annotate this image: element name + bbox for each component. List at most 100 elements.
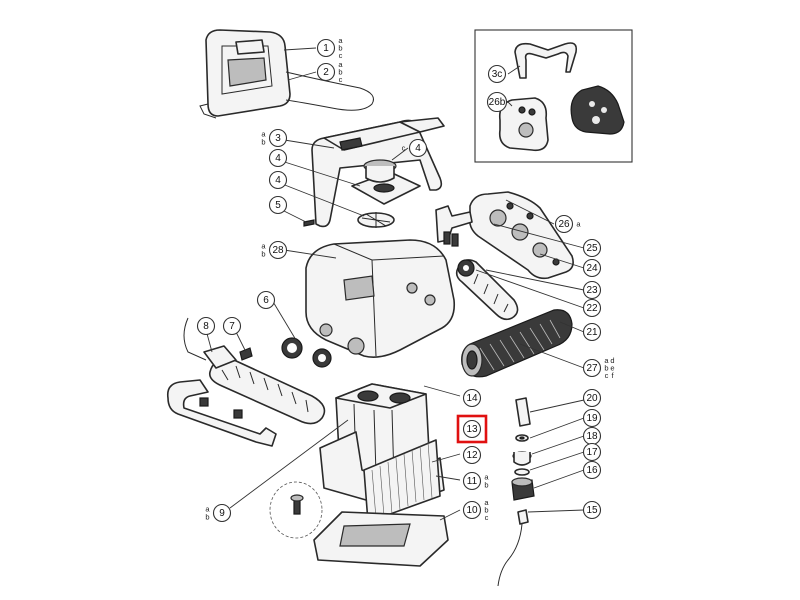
variant-letter: f xyxy=(611,371,614,380)
motor-block-drawing xyxy=(435,191,574,280)
callout-circle xyxy=(582,388,602,408)
callout-circle xyxy=(486,91,508,113)
variant-letter: c xyxy=(339,51,343,60)
bumper-bar-drawing xyxy=(166,379,277,447)
callout-circle xyxy=(408,138,428,158)
callout-number: 21 xyxy=(586,327,598,338)
callout-c13: 13 xyxy=(462,419,482,439)
callout-circle xyxy=(462,471,482,491)
callout-number: 13 xyxy=(466,424,478,435)
variant-letter: c xyxy=(605,371,609,380)
callout-number: 3 xyxy=(275,133,281,144)
callout-circle xyxy=(582,408,602,428)
variant-letter: a xyxy=(261,130,266,139)
callout-c4c: 4 xyxy=(268,170,288,190)
variant-letter: a xyxy=(604,356,609,365)
variant-letter: a xyxy=(484,473,489,482)
callout-circle xyxy=(268,148,288,168)
callout-c5: 5 xyxy=(268,195,288,215)
filter-canister-drawing xyxy=(269,383,449,567)
callout-circle xyxy=(582,258,602,278)
variant-letter: a xyxy=(261,242,266,251)
callout-c14: 14 xyxy=(462,388,482,408)
callout-number: 25 xyxy=(586,243,598,254)
callout-number: 26 xyxy=(558,219,570,230)
callout-number: 4 xyxy=(415,143,421,154)
variant-letter: a xyxy=(576,220,581,229)
inset-side-panel-right-drawing xyxy=(570,85,625,135)
callout-number: 4 xyxy=(275,175,281,186)
callout-number: 8 xyxy=(203,321,209,332)
callout-c3: 3ab xyxy=(261,128,288,148)
callout-circle xyxy=(582,358,602,378)
callout-circle xyxy=(582,460,602,480)
callout-c25: 25 xyxy=(582,238,602,258)
callout-circle xyxy=(582,238,602,258)
callout-circle xyxy=(462,445,482,465)
callout-number: 20 xyxy=(586,393,598,404)
variant-letter: b xyxy=(261,249,265,258)
brush-roller-drawing xyxy=(461,309,573,378)
callout-c7: 7 xyxy=(222,316,242,336)
callout-c12: 12 xyxy=(462,445,482,465)
callout-c26: 26 a xyxy=(554,214,581,234)
variant-letter: b xyxy=(205,512,209,521)
callout-circle xyxy=(316,38,336,58)
callout-c6: 6 xyxy=(256,290,276,310)
callout-number: 28 xyxy=(272,245,284,256)
variant-letter: a xyxy=(205,505,210,514)
callout-c21: 21 xyxy=(582,322,602,342)
callout-number: 22 xyxy=(586,303,598,314)
callout-number: 6 xyxy=(263,295,269,306)
callout-number: 17 xyxy=(586,447,598,458)
callout-number: 3c xyxy=(492,69,503,80)
variant-letter: b xyxy=(338,68,342,77)
variant-letter: b xyxy=(484,506,488,515)
callout-number: 14 xyxy=(466,393,478,404)
handle-drawing xyxy=(311,117,445,228)
robot-body-drawing xyxy=(305,239,456,358)
callout-circle xyxy=(582,442,602,462)
callout-circle xyxy=(268,128,288,148)
callout-c4b: 4 xyxy=(268,148,288,168)
callout-c17: 17 xyxy=(582,442,602,462)
callout-c20: 20 xyxy=(582,388,602,408)
callout-number: 9 xyxy=(219,508,225,519)
callout-circle xyxy=(487,64,507,84)
callout-circle xyxy=(268,195,288,215)
callout-number: 2 xyxy=(323,67,329,78)
callout-c9: 9ab xyxy=(205,503,232,523)
callout-circle xyxy=(222,316,242,336)
callout-number: 5 xyxy=(275,200,281,211)
variant-letter: c xyxy=(485,513,489,522)
variant-letter: e xyxy=(610,364,614,373)
leader-lines xyxy=(205,47,585,521)
callout-number: 27 xyxy=(586,363,598,374)
callout-number: 7 xyxy=(229,321,235,332)
highlight-box xyxy=(456,414,488,444)
variant-letter: b xyxy=(338,44,342,53)
callout-circle xyxy=(256,290,276,310)
power-supply-drawing xyxy=(199,29,374,119)
variant-letter: a xyxy=(338,60,343,69)
impeller-assembly-drawing xyxy=(351,159,421,228)
screw-drawing xyxy=(303,219,315,227)
callout-c3c: 3c xyxy=(487,64,507,84)
callout-number: 16 xyxy=(586,465,598,476)
callout-c23: 23 xyxy=(582,280,602,300)
callout-number: 12 xyxy=(466,450,478,461)
callout-number: 4 xyxy=(275,153,281,164)
variant-letter: b xyxy=(484,480,488,489)
callout-c8: 8 xyxy=(196,316,216,336)
callout-c4a: 4c xyxy=(402,138,428,158)
inset-panel xyxy=(474,29,633,163)
callout-c24: 24 xyxy=(582,258,602,278)
variant-letter: a xyxy=(484,498,489,507)
callout-circle xyxy=(268,240,288,260)
